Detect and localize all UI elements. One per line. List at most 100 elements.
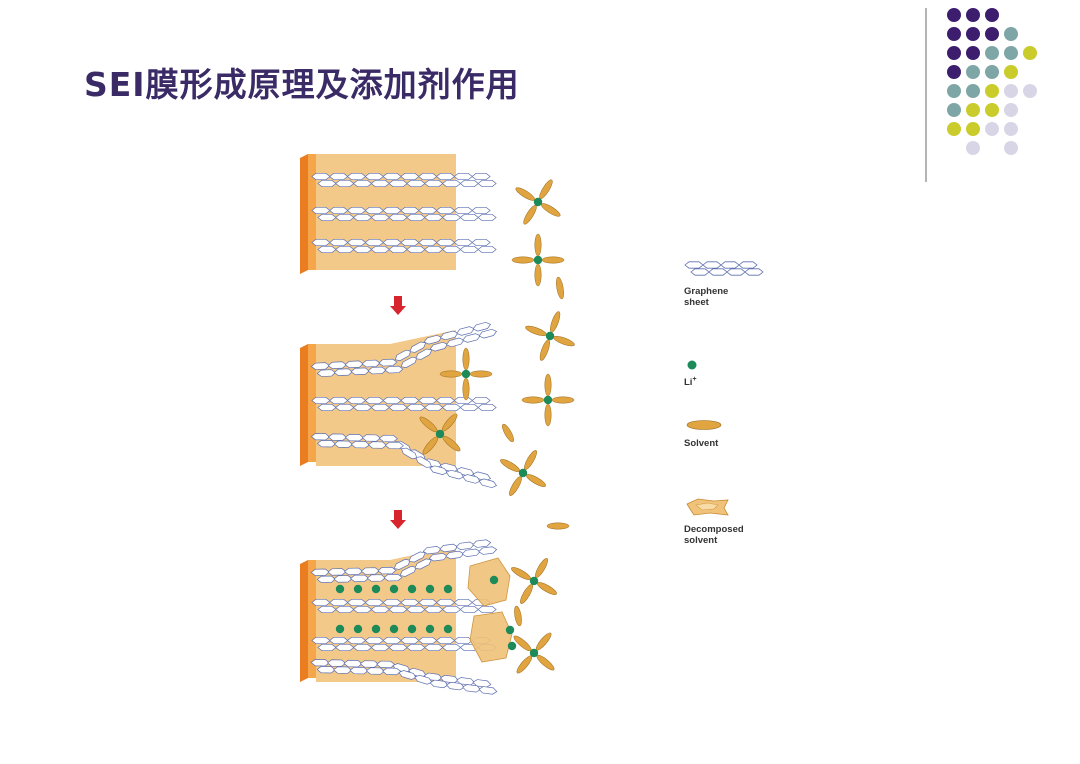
dot [1004,46,1018,60]
graphene-hex [477,179,497,188]
graphene-hex [382,396,402,405]
graphene-hex [418,172,438,181]
solvent-molecule-icon [553,336,575,347]
graphene-hex [477,245,497,254]
graphene-hex [317,245,337,254]
graphene-hex [310,568,330,577]
solvent-molecule-icon [539,339,550,361]
dot [947,84,961,98]
graphene-hex [334,440,353,448]
graphene-hex [344,567,364,576]
graphene-hex [738,261,758,269]
graphene-hex [316,575,336,584]
legend-lithium: Li+ [684,358,774,388]
graphene-hex [400,238,420,247]
graphene-hex [453,598,473,607]
graphene-hex [353,179,372,188]
solvent-molecule-icon [551,396,575,404]
graphene-hex [335,605,355,614]
graphene-hex [418,396,438,405]
solvent-molecule-icon [520,584,533,604]
graphene-hex [406,179,426,188]
graphene-hex [418,238,438,247]
current-collector-edge [300,344,308,466]
graphene-hex [311,206,331,215]
lithium-ion-icon [529,648,539,658]
graphene-hex [311,172,331,181]
solvent-molecule-icon [516,655,533,674]
graphene-hex [406,605,426,614]
graphene-hex [370,605,390,614]
graphene-hex [364,636,384,645]
graphene-hex [347,238,366,247]
panel-initial [300,154,565,300]
lithium-ion-icon [353,624,363,634]
current-collector-edge [300,154,308,274]
graphene-hex [353,643,372,652]
graphene-hex [406,213,426,222]
lithium-ion-icon [389,584,399,594]
lithium-ion-icon [687,360,697,370]
graphene-hex [370,403,390,412]
graphene-hex [382,238,402,247]
lithium-ion-icon [371,584,381,594]
graphene-hex [453,238,473,247]
solvent-molecule-icon [511,256,535,264]
dot [947,103,961,117]
graphene-hex [453,396,473,405]
solvent-molecule-icon [556,276,564,300]
graphene-hex [327,659,347,667]
graphene-hex [311,396,331,405]
graphene-hex [317,439,336,448]
graphene-hex [382,636,402,645]
graphene-hex [365,667,385,675]
graphene-hex [424,403,444,412]
solvent-label: Solvent [684,438,719,449]
graphene-hex [461,548,481,558]
graphene-hex [361,434,381,442]
panel-cointercalation [300,311,575,530]
lithium-ion-icon [371,624,381,634]
graphene-hex [343,659,363,668]
slide-title: SEI膜形成原理及添加剂作用 [84,65,520,104]
dot [947,65,961,79]
legend-decomposed: Decomposed solvent [684,496,774,546]
graphene-hex [400,636,420,645]
graphene-hex [436,396,455,405]
decomposed-label-line2: solvent [684,535,718,546]
graphene-hex [317,179,337,188]
graphene-hex [471,238,491,247]
graphene-hex [364,172,384,181]
dot [985,84,999,98]
graphene-hex [335,643,355,652]
lithium-ion-icon [389,624,399,634]
dot [966,46,980,60]
lithium-ion-icon [407,624,417,634]
red-down-arrow-icon [390,510,406,529]
solvent-molecule-icon [544,403,552,427]
graphene-hex [317,403,337,412]
lithium-ion-icon [443,584,453,594]
graphene-label-line2: sheet [684,297,709,308]
graphene-sheet-icon [684,261,764,276]
solvent-molecule-icon [537,582,557,595]
graphene-hex [424,245,444,254]
graphene-hex [442,403,461,412]
graphene-hex [442,605,461,614]
graphene-hex [329,238,349,247]
lithium-ion-icon [353,584,363,594]
graphene-hex [388,643,408,652]
graphene-hex [335,245,355,254]
lithium-ion-icon [533,197,543,207]
solvent-molecule-icon [535,558,548,578]
graphene-hex [311,238,331,247]
solvent-molecule-icon [525,325,547,336]
dot [1004,141,1018,155]
dot [947,46,961,60]
graphene-hex [436,238,455,247]
graphene-hex [436,206,455,215]
graphene-hex [335,179,355,188]
graphene-hex [370,213,390,222]
decomposed-solvent-icon [686,498,729,516]
graphene-hex [353,605,372,614]
